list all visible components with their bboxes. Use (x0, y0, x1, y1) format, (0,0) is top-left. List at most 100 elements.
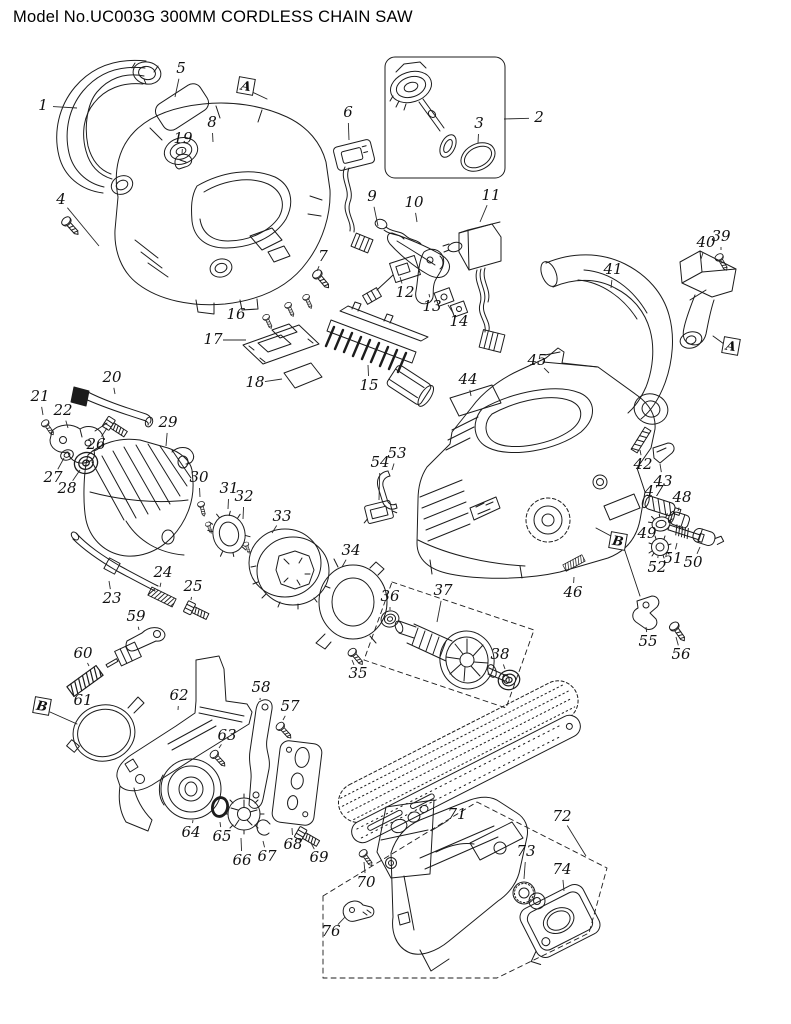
leader-line-76 (337, 916, 346, 925)
part-label-5: 5 (176, 59, 186, 77)
svg-text:A: A (238, 78, 253, 95)
part-label-66: 66 (232, 851, 252, 869)
part-3-o-ring (460, 142, 496, 172)
part-label-25: 25 (182, 577, 202, 595)
part-9-lead-wire (374, 218, 422, 245)
leader-line-45 (543, 367, 550, 374)
leader-line-11 (479, 205, 488, 223)
part-label-76: 76 (321, 922, 341, 940)
leader-line-60 (87, 662, 90, 667)
part-71-inner-cover (376, 799, 435, 879)
part-label-41: 41 (602, 260, 622, 278)
part-67-clip (256, 819, 271, 836)
part-label-6: 6 (343, 103, 353, 121)
leader-line-28 (72, 469, 81, 482)
part-51-plunger (667, 524, 705, 543)
part-label-71: 71 (447, 805, 466, 823)
part-label-73: 73 (516, 842, 535, 860)
part-66-sprocket (223, 793, 265, 835)
leader-line-13 (428, 293, 431, 298)
leader-line-53 (391, 463, 395, 471)
part-label-15: 15 (359, 376, 378, 394)
part-31-baffle-ring (207, 510, 251, 557)
part-29-gear-housing (83, 438, 195, 557)
part-label-2: 2 (533, 108, 544, 126)
part-52-nut (648, 535, 672, 559)
leader-line-55 (645, 626, 648, 633)
leader-line-70 (363, 861, 366, 874)
part-label-9: 9 (367, 187, 377, 205)
leader-line-65 (219, 821, 222, 828)
part-17-controller (242, 323, 320, 365)
part-label-3: 3 (474, 114, 484, 132)
part-label-39: 39 (711, 227, 731, 245)
part-label-44: 44 (457, 370, 477, 388)
part-label-30: 30 (189, 468, 209, 486)
leader-line-51 (674, 542, 678, 550)
leader-line-41 (610, 279, 613, 289)
leader-line-56 (675, 636, 679, 646)
leader-line-35 (351, 659, 355, 665)
part-43-hook (652, 442, 675, 464)
leader-line-71 (430, 819, 449, 832)
part-30-screw (196, 500, 208, 518)
svg-text:B: B (610, 533, 624, 550)
part-4-screw (59, 214, 83, 239)
part-74-cover-plate (519, 884, 601, 966)
leader-line-31 (227, 498, 229, 510)
part-label-54: 54 (370, 453, 389, 471)
part-label-16: 16 (226, 305, 246, 323)
part-18-sheet (283, 362, 323, 389)
part-label-49: 49 (636, 524, 657, 542)
part-label-8: 8 (207, 113, 217, 131)
part-label-74: 74 (552, 860, 571, 878)
part-label-14: 14 (449, 312, 468, 330)
part-26-bolt (101, 415, 130, 440)
part-label-40: 40 (695, 233, 716, 251)
leader-line-22 (65, 420, 69, 429)
part-56-screw (667, 619, 689, 645)
part-label-46: 46 (562, 583, 583, 601)
leader-line-18 (264, 378, 283, 382)
part-label-35: 35 (348, 664, 367, 682)
part-41-top-handle (540, 254, 673, 425)
page-title: Model No.UC003G 300MM CORDLESS CHAIN SAW (13, 8, 413, 26)
part-label-24: 24 (152, 563, 172, 581)
part-25-bolt (182, 600, 211, 623)
part-label-34: 34 (341, 541, 360, 559)
part-label-65: 65 (212, 827, 231, 845)
part-19-clip (174, 153, 193, 170)
part-68-adjust-plate (271, 740, 323, 826)
part-label-47: 47 (643, 482, 664, 500)
part-33-stator (248, 528, 331, 610)
part-label-29: 29 (157, 413, 178, 431)
part-label-61: 61 (73, 691, 92, 709)
part-20-oil-tube (70, 386, 154, 428)
view-marker-b-2: B (608, 531, 628, 551)
leader-line-12 (399, 276, 403, 284)
part-label-22: 22 (52, 401, 72, 419)
leader-line-10 (415, 212, 418, 223)
leader-line-49 (653, 527, 655, 529)
part-53-bail (377, 470, 398, 510)
part-label-42: 42 (632, 455, 652, 473)
part-55-bracket (632, 595, 660, 630)
part-label-18: 18 (245, 373, 264, 391)
part-label-67: 67 (257, 847, 277, 865)
part-36-bearing (378, 608, 402, 630)
part-label-64: 64 (181, 823, 200, 841)
part-label-45: 45 (526, 351, 546, 369)
part-54-holder (363, 500, 398, 524)
leader-line-63 (218, 744, 222, 749)
part-12-micro-switch (362, 254, 421, 305)
part-label-56: 56 (671, 645, 691, 663)
part-15-heat-sink (324, 301, 435, 407)
part-label-33: 33 (272, 507, 291, 525)
leader-line-32 (242, 506, 244, 520)
part-label-60: 60 (73, 644, 93, 662)
part-21-screw (39, 418, 57, 438)
part-6-switch (333, 139, 375, 254)
